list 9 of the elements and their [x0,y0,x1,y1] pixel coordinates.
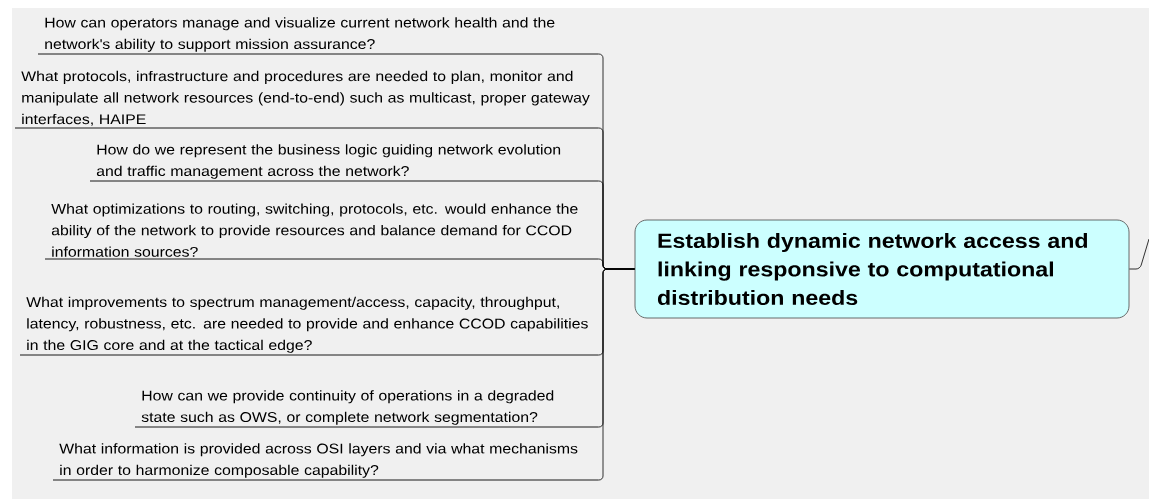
question-text: What improvements to spectrum management/access, capacity, throughput, latency, robustness, etc. are needed to provide and enhance CCOD capabilities in the GIG core and at the tactical edge? [19,296,599,356]
question-text: What optimizations to routing, switching, protocols, etc. would enhance the ability of the network to provide resources and balance demand for CCOD information sources? [44,203,599,260]
question-text: How can we provide continuity of operations in a degraded state such as OWS, or complete network segmentation? [134,390,599,428]
question-text: How do we represent the business logic guiding network evolution and traffic management across the network? [89,144,599,182]
question-text: What information is provided across OSI layers and via what mechanisms in order to harmonize composable capability? [52,443,599,481]
question-text: How can operators manage and visualize current network health and the network's ability to support mission assurance? [37,17,599,55]
connector-line [598,268,635,481]
topic-box: Establish dynamic network access and linking responsive to computational distribution needs [634,219,1130,319]
question-text: What protocols, infrastructure and procedures are needed to plan, monitor and manipulate all network resources (end-to-end) such as multicast, proper gateway interfaces, HAIPE [14,70,599,129]
